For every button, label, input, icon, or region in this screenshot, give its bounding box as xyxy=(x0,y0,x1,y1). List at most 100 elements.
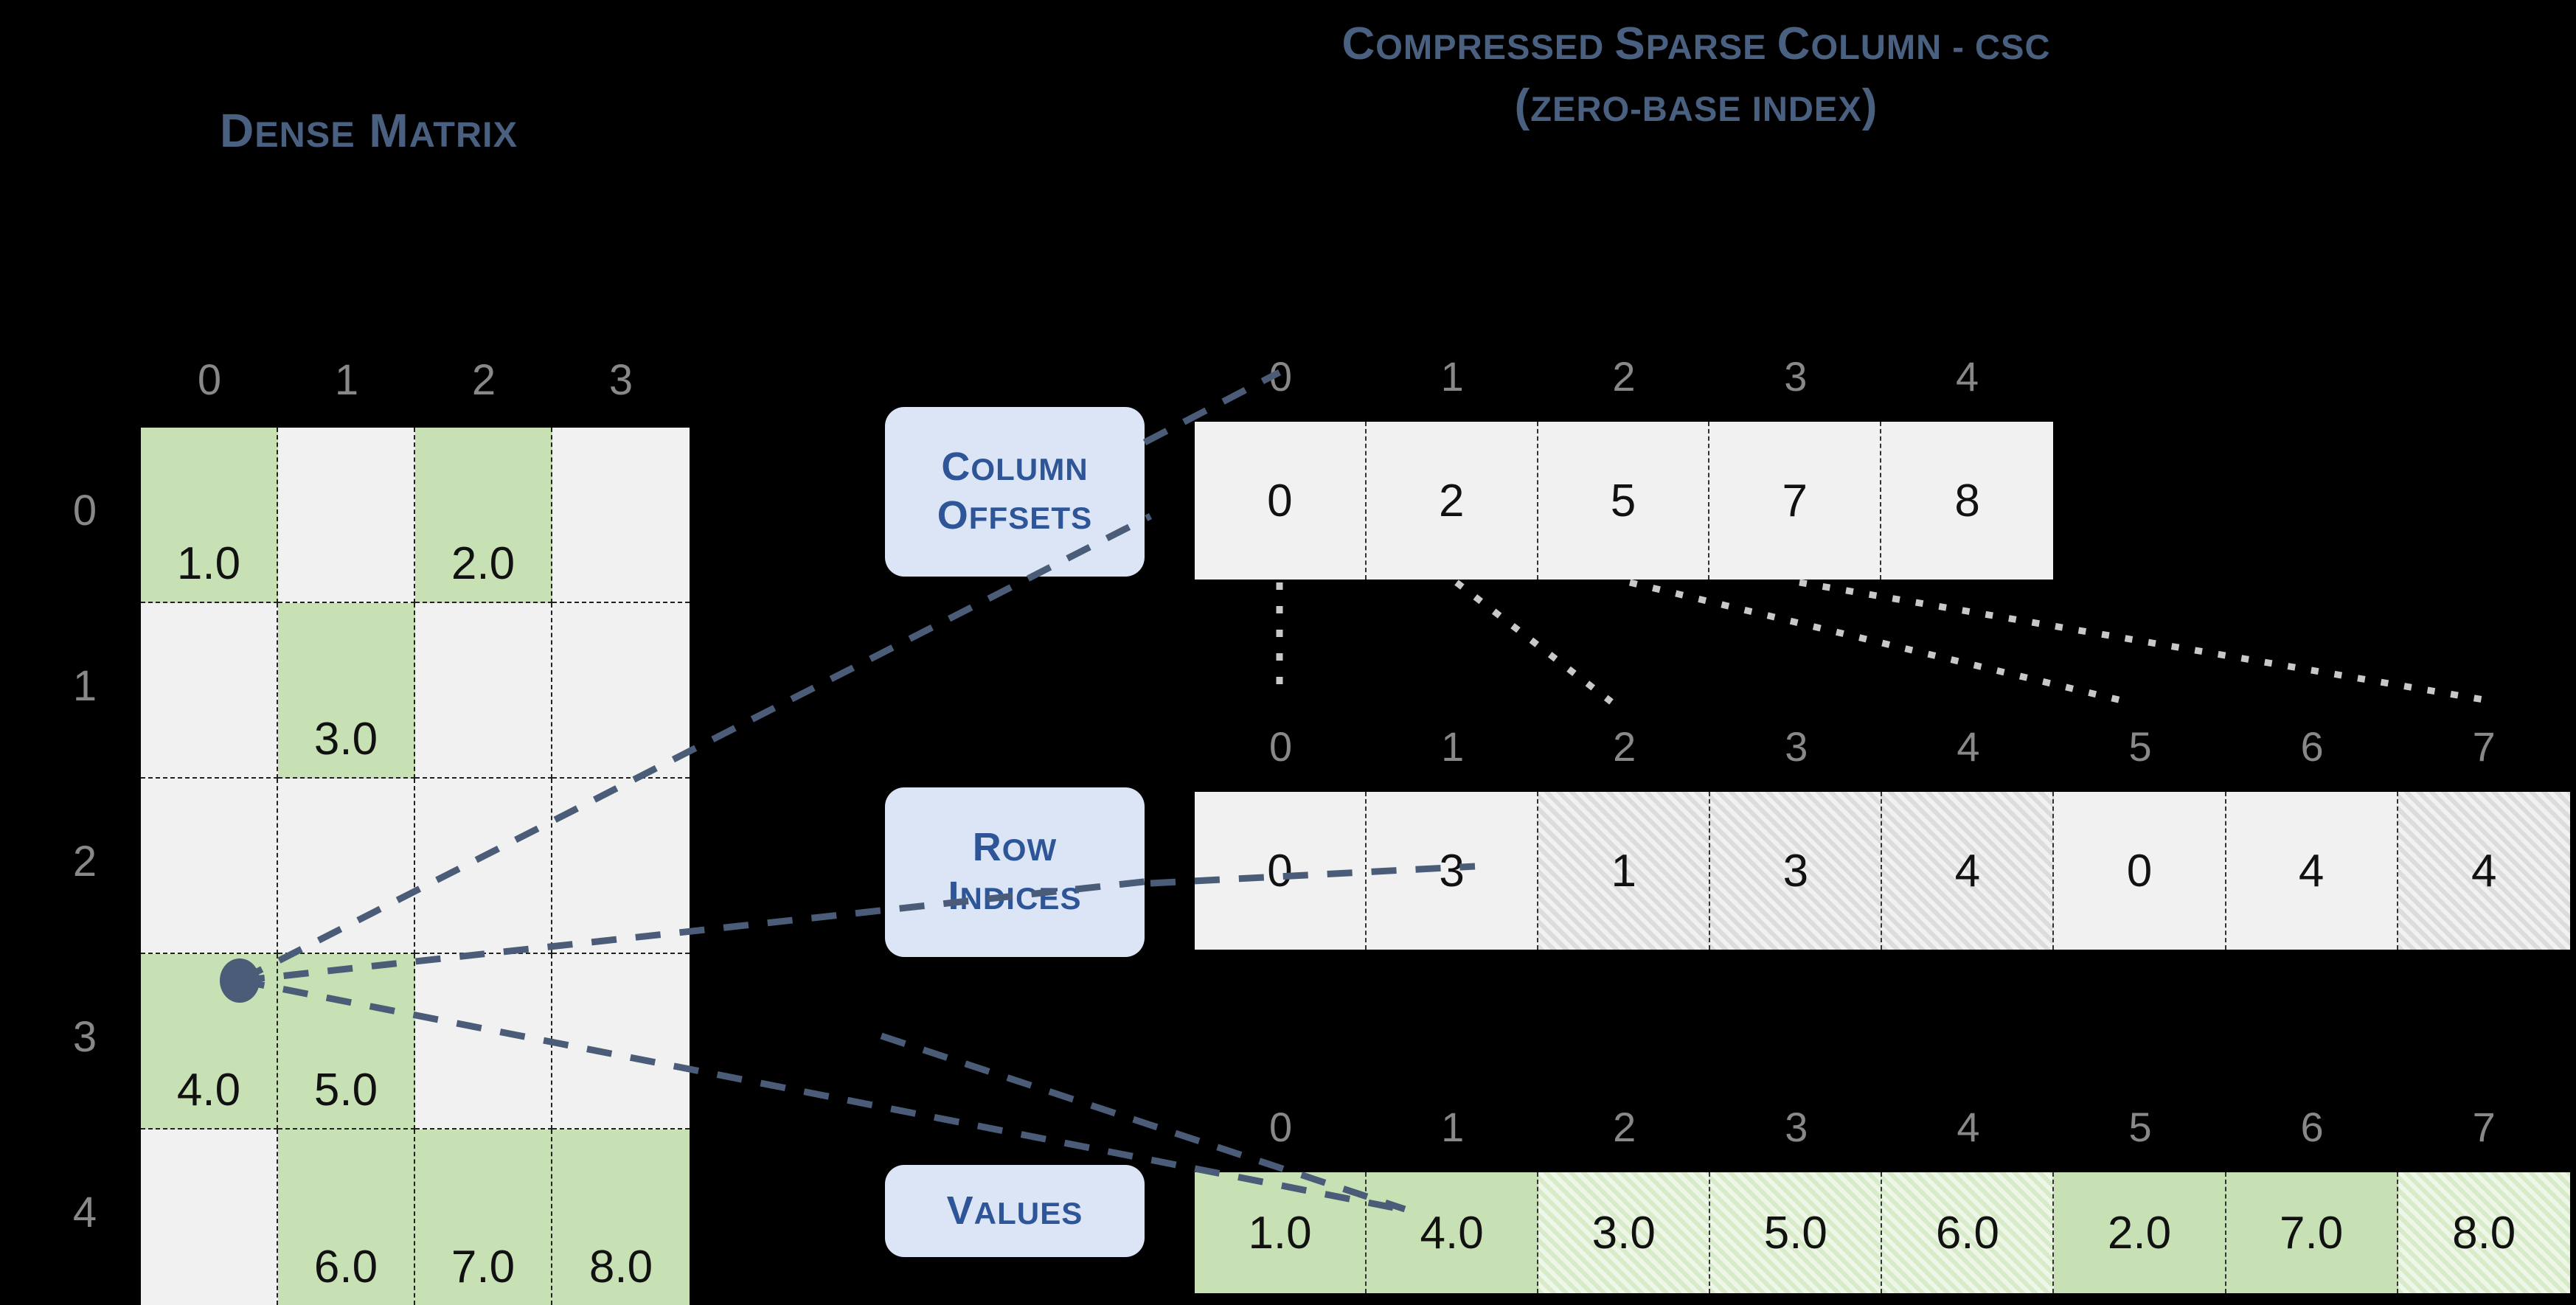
row-indices-cell-5: 0 xyxy=(2054,792,2226,950)
matrix-row-header-3: 3 xyxy=(72,1013,97,1061)
row-indices-cell-1: 3 xyxy=(1367,792,1539,950)
column-offsets-cell-2: 5 xyxy=(1538,422,1710,580)
matrix-cell-r0-c1 xyxy=(278,428,415,603)
link-offset1-to-rowidx2 xyxy=(1454,580,1614,705)
row-indices-cell-6: 4 xyxy=(2226,792,2398,950)
row-indices-cell-7: 4 xyxy=(2398,792,2570,950)
matrix-col-header-3: 3 xyxy=(608,356,633,404)
values-index-1: 1 xyxy=(1441,1104,1465,1150)
values-index-2: 2 xyxy=(1613,1104,1636,1150)
matrix-cell-r2-c3 xyxy=(552,779,690,954)
matrix-row-header-1: 1 xyxy=(72,662,97,710)
matrix-cell-r2-c0 xyxy=(141,779,278,954)
csc-title: COMPRESSED SPARSE COLUMN - CSC (ZERO-BAS… xyxy=(1062,13,2330,136)
values-index-6: 6 xyxy=(2300,1104,2324,1150)
matrix-cell-r2-c1 xyxy=(278,779,415,954)
matrix-cell-r1-c1: 3.0 xyxy=(278,603,415,779)
values-cell-5: 2.0 xyxy=(2054,1172,2226,1293)
values-cell-2: 3.0 xyxy=(1538,1172,1711,1293)
matrix-cell-r4-c3: 8.0 xyxy=(552,1130,690,1305)
column-offsets-label: COLUMN OFFSETS xyxy=(885,407,1145,577)
matrix-cell-r4-c2: 7.0 xyxy=(415,1130,552,1305)
colptr-label-olumn: OLUMN xyxy=(971,452,1089,487)
colptr-label-c: C xyxy=(941,445,971,490)
link-offset2-to-rowidx5 xyxy=(1628,579,2129,706)
row-indices-index-7: 7 xyxy=(2472,723,2496,770)
values-cell-6: 7.0 xyxy=(2226,1172,2398,1293)
row-indices-cell-3: 3 xyxy=(1710,792,1883,950)
rowidx-label-ndices: NDICES xyxy=(959,881,1082,916)
matrix-row-header-0: 0 xyxy=(72,487,97,535)
csc-l1-p1: OMPRESSED xyxy=(1375,27,1615,66)
rowidx-label-ow: OW xyxy=(1001,832,1058,868)
matrix-cell-r0-c0: 1.0 xyxy=(141,428,278,603)
column-offsets-index-2: 2 xyxy=(1612,353,1636,400)
values-cell-1: 4.0 xyxy=(1367,1172,1539,1293)
row-indices-index-4: 4 xyxy=(1957,723,1980,770)
dense-title-m: M xyxy=(369,104,409,157)
rowidx-label-r: R xyxy=(972,825,1002,870)
row-indices-label: ROW INDICES xyxy=(885,787,1145,957)
matrix-cell-r2-c2 xyxy=(415,779,552,954)
values-cell-3: 5.0 xyxy=(1710,1172,1883,1293)
values-label: VALUES xyxy=(885,1165,1145,1257)
values-index-0: 0 xyxy=(1268,1104,1293,1150)
matrix-cell-r3-c2 xyxy=(415,954,552,1130)
row-indices-cell-0: 0 xyxy=(1195,792,1367,950)
column-offsets-index-4: 4 xyxy=(1956,353,1979,400)
row-indices-index-3: 3 xyxy=(1785,723,1808,770)
matrix-cell-r3-c3 xyxy=(552,954,690,1130)
dense-matrix-title: DENSE MATRIX xyxy=(74,103,664,158)
values-label-v: V xyxy=(946,1188,974,1233)
matrix-col-header-1: 1 xyxy=(334,356,359,404)
column-offsets-index-3: 3 xyxy=(1784,353,1808,400)
column-offsets-index-0: 0 xyxy=(1268,353,1292,400)
csc-l1-p0: C xyxy=(1341,18,1376,69)
csc-l1-p4: C xyxy=(1777,18,1811,69)
row-indices-index-2: 2 xyxy=(1613,723,1636,770)
csc-l2-p2: ) xyxy=(1861,80,1878,131)
column-offsets-cell-0: 0 xyxy=(1195,422,1367,580)
values-label-alues: ALUES xyxy=(973,1195,1083,1231)
matrix-row-header-2: 2 xyxy=(72,838,97,885)
row-indices-cell-4: 4 xyxy=(1882,792,2055,950)
matrix-cell-r1-c2 xyxy=(415,603,552,779)
csc-l1-p3: PARSE xyxy=(1645,27,1777,66)
matrix-col-header-2: 2 xyxy=(471,356,496,404)
matrix-cell-r3-c1: 5.0 xyxy=(278,954,415,1130)
dense-title-atrix: ATRIX xyxy=(409,115,518,155)
matrix-cell-r1-c3 xyxy=(552,603,690,779)
row-indices-index-5: 5 xyxy=(2128,723,2152,770)
values-index-7: 7 xyxy=(2472,1104,2496,1150)
row-indices-cell-2: 1 xyxy=(1538,792,1711,950)
dense-title-ense: ENSE xyxy=(254,115,355,155)
csc-l2-p1: ZERO-BASE INDEX xyxy=(1530,88,1862,128)
dense-title-d: D xyxy=(220,104,255,157)
matrix-cell-r3-c0: 4.0 xyxy=(141,954,278,1130)
csc-l1-p2: S xyxy=(1614,18,1646,69)
matrix-col-header-0: 0 xyxy=(197,356,222,404)
matrix-cell-r0-c2: 2.0 xyxy=(415,428,552,603)
colptr-label-o: O xyxy=(937,493,969,537)
rowidx-label-i: I xyxy=(948,874,960,918)
values-index-3: 3 xyxy=(1785,1104,1808,1150)
row-indices-index-1: 1 xyxy=(1441,723,1465,770)
csc-l1-p5: OLUMN - CSC xyxy=(1811,27,2051,66)
matrix-cell-r4-c0 xyxy=(141,1130,278,1305)
column-offsets-cell-1: 2 xyxy=(1366,422,1538,580)
csc-title-line1: COMPRESSED SPARSE COLUMN - CSC xyxy=(1062,13,2330,75)
link-offset3-to-rowidx7 xyxy=(1799,579,2497,706)
matrix-row-header-4: 4 xyxy=(72,1189,97,1236)
column-offsets-cell-4: 8 xyxy=(1881,422,2053,580)
column-offsets-cell-3: 7 xyxy=(1709,422,1882,580)
values-index-5: 5 xyxy=(2128,1104,2152,1150)
matrix-cell-r0-c3 xyxy=(552,428,690,603)
